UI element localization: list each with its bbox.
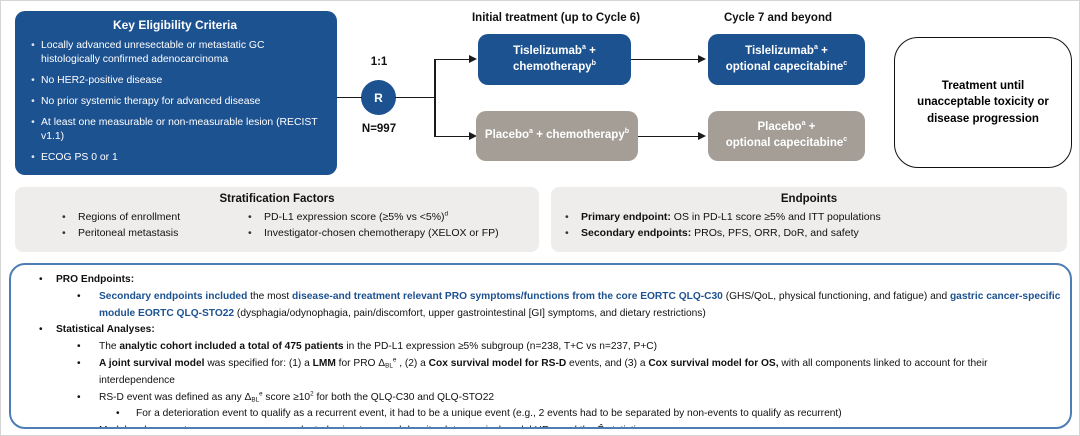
- pro-box-item: Secondary endpoints included the most di…: [11, 289, 1070, 323]
- eligibility-item-text: No HER2-positive disease: [41, 74, 163, 86]
- arm-placebo-chemo-box: Placeboa + chemotherapyb: [476, 111, 638, 161]
- stratification-item-text: Regions of enrollment: [78, 211, 181, 223]
- bullet-icon: •: [31, 152, 35, 164]
- connector-line: [434, 135, 470, 137]
- connector-line: [434, 58, 470, 60]
- pro-endpoints-panel: PRO Endpoints: Secondary endpoints inclu…: [9, 263, 1072, 429]
- endpoints-items: • Primary endpoint: OS in PD-L1 score ≥5…: [551, 209, 1067, 241]
- arm-label: Tislelizumaba +chemotherapyb: [513, 43, 596, 73]
- arrowhead-icon: [469, 132, 477, 141]
- bullet-icon: •: [31, 117, 35, 129]
- pro-box-item: PRO Endpoints:: [11, 272, 1070, 289]
- endpoints-item: • Secondary endpoints: PROs, PFS, ORR, D…: [565, 225, 1067, 241]
- eligibility-item: • At least one measurable or non-measura…: [25, 116, 325, 143]
- bullet-icon: •: [248, 211, 252, 223]
- arm-tislelizumab-capecitabine-box: Tislelizumaba +optional capecitabinec: [708, 34, 865, 85]
- bullet-icon: •: [31, 74, 35, 86]
- eligibility-item: • No prior systemic therapy for advanced…: [25, 95, 325, 109]
- pro-box-item: The analytic cohort included a total of …: [11, 339, 1070, 356]
- eligibility-item-text: ECOG PS 0 or 1: [41, 152, 118, 164]
- arrowhead-icon: [698, 132, 706, 141]
- connector-line: [638, 135, 699, 137]
- randomization-ratio: 1:1: [370, 56, 388, 68]
- endpoints-panel: Endpoints • Primary endpoint: OS in PD-L…: [551, 187, 1067, 252]
- endpoints-item-text: Primary endpoint: OS in PD-L1 score ≥5% …: [581, 211, 881, 223]
- bullet-icon: •: [565, 227, 569, 239]
- randomization-n: N=997: [361, 123, 397, 135]
- bullet-icon: •: [31, 96, 35, 108]
- stratification-item-text: Investigator-chosen chemotherapy (XELOX …: [264, 227, 499, 239]
- stratification-panel: Stratification Factors • Regions of enro…: [15, 187, 539, 252]
- randomization-node: R: [361, 80, 396, 115]
- column-header-cycle7: Cycle 7 and beyond: [723, 12, 832, 24]
- bullet-icon: •: [565, 211, 569, 223]
- pro-box-item: Statistical Analyses:: [11, 322, 1070, 339]
- arm-placebo-capecitabine-box: Placeboa +optional capecitabinec: [708, 111, 865, 161]
- pro-box-item: A joint survival model was specified for…: [11, 356, 1070, 390]
- stratification-title: Stratification Factors: [219, 193, 335, 205]
- bullet-icon: •: [248, 227, 252, 239]
- endpoints-title: Endpoints: [780, 193, 838, 205]
- stratification-col2: • PD-L1 expression score (≥5% vs <5%)d •…: [248, 209, 499, 241]
- pro-box-item: RS-D event was defined as any ΔBLe score…: [11, 390, 1070, 407]
- eligibility-item: • ECOG PS 0 or 1: [25, 151, 325, 165]
- eligibility-panel: Key Eligibility Criteria • Locally advan…: [15, 11, 337, 175]
- stratification-item: • Regions of enrollment: [62, 209, 248, 225]
- stratification-columns: • Regions of enrollment • Peritoneal met…: [15, 209, 539, 241]
- arm-label: Placeboa + chemotherapyb: [484, 127, 630, 142]
- endpoints-item-text: Secondary endpoints: PROs, PFS, ORR, DoR…: [581, 227, 859, 239]
- stratification-item: • Investigator-chosen chemotherapy (XELO…: [248, 225, 499, 241]
- stratification-item: • PD-L1 expression score (≥5% vs <5%)d: [248, 209, 499, 225]
- arrowhead-icon: [698, 55, 706, 64]
- bullet-icon: •: [62, 211, 66, 223]
- eligibility-item: • No HER2-positive disease: [25, 74, 325, 88]
- arrowhead-icon: [469, 55, 477, 64]
- stratification-item: • Peritoneal metastasis: [62, 225, 248, 241]
- eligibility-item-text: At least one measurable or non-measurabl…: [41, 117, 318, 143]
- pro-box-item: Model and parameter convergence were eva…: [11, 423, 1070, 427]
- connector-line: [434, 59, 436, 137]
- treatment-outcome-box: Treatment until unacceptable toxicity or…: [894, 37, 1072, 168]
- bullet-icon: •: [31, 40, 35, 51]
- connector-line: [337, 96, 362, 98]
- eligibility-title: Key Eligibility Criteria: [112, 18, 238, 32]
- bullet-icon: •: [62, 227, 66, 239]
- arm-tislelizumab-chemo-box: Tislelizumaba +chemotherapyb: [478, 34, 631, 85]
- eligibility-item-text: No prior systemic therapy for advanced d…: [41, 96, 261, 108]
- pro-box-item: For a deterioration event to qualify as …: [11, 406, 1070, 423]
- eligibility-item-text: Locally advanced unresectable or metasta…: [41, 40, 265, 65]
- stratification-item-text: PD-L1 expression score (≥5% vs <5%)d: [264, 210, 449, 223]
- connector-line: [631, 58, 699, 60]
- arm-label: Placeboa +optional capecitabinec: [725, 119, 848, 149]
- stratification-col1: • Regions of enrollment • Peritoneal met…: [62, 209, 248, 241]
- stratification-item-text: Peritoneal metastasis: [78, 227, 179, 239]
- column-header-initial-treatment: Initial treatment (up to Cycle 6): [471, 12, 641, 24]
- connector-line: [395, 96, 435, 98]
- eligibility-item: • Locally advanced unresectable or metas…: [25, 39, 325, 66]
- arm-label: Tislelizumaba +optional capecitabinec: [725, 43, 848, 73]
- endpoints-item: • Primary endpoint: OS in PD-L1 score ≥5…: [565, 209, 1067, 225]
